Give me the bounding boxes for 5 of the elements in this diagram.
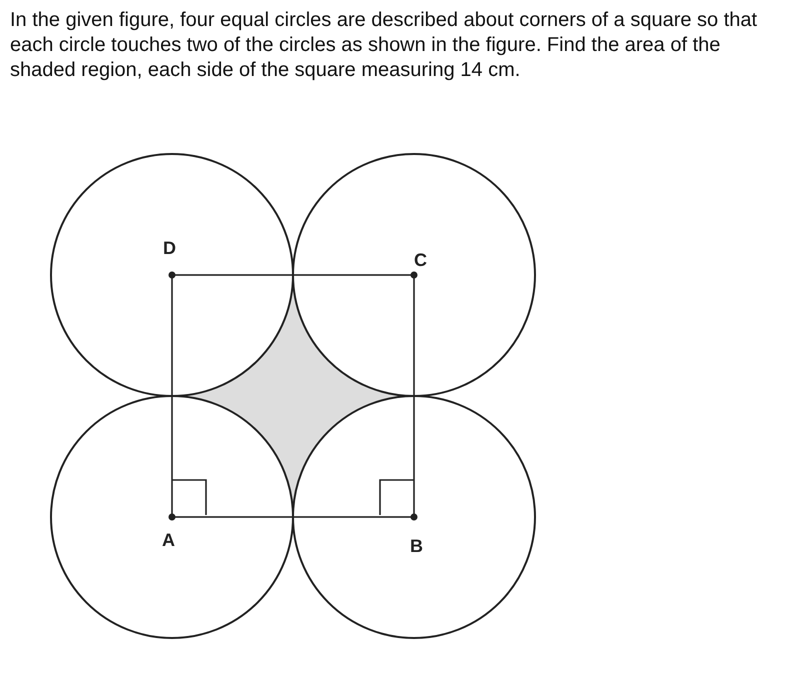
- vertex-label: C: [414, 250, 427, 271]
- vertex-label: D: [163, 238, 176, 259]
- question-text: In the given figure, four equal circles are described about corners of a square so that each circle touches two of the circles as shown in the figure. Find the area of the shaded region, each side of the square measuring 14 cm.: [10, 8, 758, 83]
- vertex-label: B: [410, 536, 423, 557]
- vertex-label: A: [162, 530, 175, 551]
